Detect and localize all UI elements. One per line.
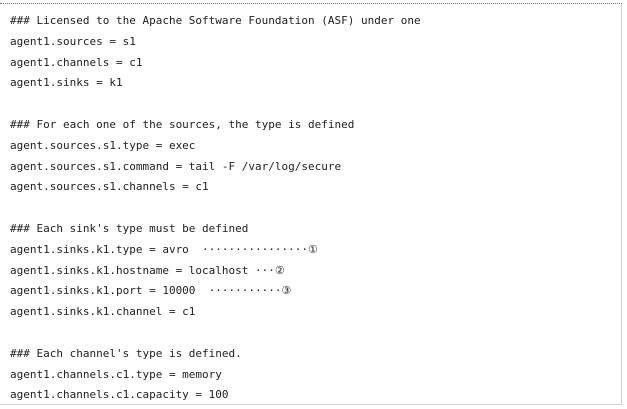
code-line: agent.sources.s1.command = tail -F /var/… — [10, 159, 342, 173]
code-line: agent1.sources = s1 — [10, 34, 136, 48]
code-line: agent.sources.s1.type = exec — [10, 138, 196, 152]
blank-line — [10, 323, 421, 344]
code-line: agent1.channels.c1.capacity = 100 — [10, 388, 229, 402]
code-line: agent1.sinks.k1.channel = c1 — [10, 305, 196, 319]
code-line: agent1.channels = c1 — [10, 55, 143, 69]
comment-line: ### Each sink's type must be defined — [10, 221, 249, 235]
comment-line: ### Each channel's type is defined. — [10, 346, 242, 360]
blank-line — [10, 94, 421, 115]
blank-line — [10, 198, 421, 219]
config-listing-box: ### Licensed to the Apache Software Foun… — [0, 3, 622, 405]
code-line: agent.sources.s1.channels = c1 — [10, 180, 209, 194]
annotated-code-line: agent1.sinks.k1.hostname = localhost ···… — [10, 263, 285, 277]
code-line: agent1.sinks = k1 — [10, 76, 123, 90]
annotated-code-line: agent1.sinks.k1.type = avro ············… — [10, 242, 318, 256]
comment-line: ### Licensed to the Apache Software Foun… — [10, 14, 421, 27]
annotated-code-line: agent1.sinks.k1.port = 10000 ···········… — [10, 284, 292, 298]
code-block: ### Licensed to the Apache Software Foun… — [10, 11, 421, 406]
code-line: agent1.channels.c1.type = memory — [10, 367, 222, 381]
comment-line: ### For each one of the sources, the typ… — [10, 117, 355, 131]
